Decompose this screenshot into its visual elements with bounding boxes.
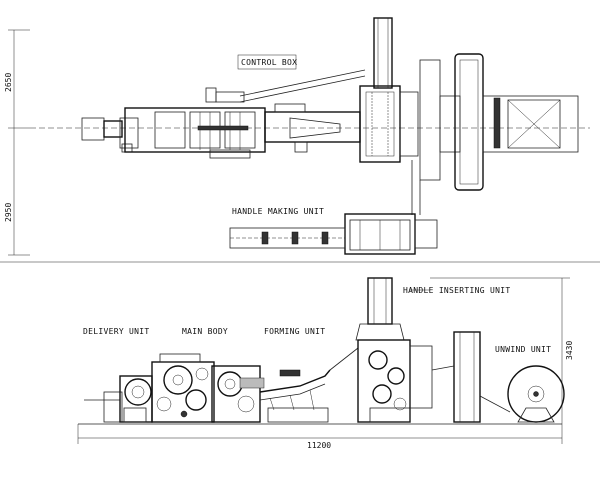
control-arm-upper [239,69,366,97]
forming-guide [279,369,301,377]
plan-right-frame-3 [439,95,461,153]
plan-delivery-frame [119,117,139,149]
main-body-second-cylinder [217,371,243,397]
unwind-arm [479,395,511,413]
unwind-roll-stand [517,407,555,423]
plan-unwind-brake [493,97,501,149]
plan-handle-inserting-inner [365,91,395,157]
handle-making-drive [414,219,438,249]
plan-main-body-base [209,149,251,159]
plan-dim-top: 2650 [4,73,13,92]
plan-drive-shaft [197,125,249,131]
main-body-top-cover [159,353,201,363]
forming-conveyor-top [259,369,331,393]
main-body-label: MAIN BODY [182,327,228,336]
handle-inserting-roller-2 [387,367,405,385]
handle-inserting-roller-4 [393,397,407,411]
plan-view: 2650 2950 CONTROL BOX [4,17,590,256]
plan-forming-foot [294,141,308,153]
forming-leg-3 [309,389,315,411]
plan-delivery-block [81,117,105,141]
handle-inserting-hopper [355,323,405,341]
main-body-second-hub [224,378,236,390]
unwind-roll-core [527,385,545,403]
plan-unwind-bed [482,95,579,153]
plan-right-frame-1 [399,91,419,157]
unwind-unit-label: UNWIND UNIT [495,345,551,354]
elev-dim-length: 11200 [307,441,331,450]
delivery-stand [103,391,123,423]
forming-base [267,407,329,423]
delivery-base [123,407,147,423]
handle-inserting-side [409,345,433,409]
plan-unwind-roll-inner [459,59,479,185]
delivery-unit-label: DELIVERY UNIT [83,327,150,336]
main-body-cylinder-2 [185,389,207,411]
forming-unit-label: FORMING UNIT [264,327,325,336]
elev-dim-height: 3430 [565,341,574,360]
control-arm-lower [239,75,366,103]
plan-forming-tube [289,117,341,139]
delivery-drum-hub [131,385,145,399]
main-body-bolt [180,410,188,418]
control-box-label: CONTROL BOX [241,58,297,67]
handle-making-clamp-1 [261,231,269,245]
main-body-second-gear [237,395,255,413]
plan-unwind-roll [454,53,484,191]
plan-delivery-head [103,120,123,138]
handle-inserting-roller-3 [372,384,392,404]
control-box-frame [237,54,297,70]
handle-making-clamp-3 [321,231,329,245]
forming-leg-2 [289,394,295,411]
plan-right-frame-2 [419,59,441,181]
plan-dim-bottom: 2950 [4,203,13,222]
main-body-gear-2 [195,367,209,381]
plan-vertical-conveyor [373,17,393,89]
handle-inserting-tower [367,277,393,325]
plan-forming-section [264,111,361,143]
handle-inserting-roller-1 [368,350,388,370]
plan-forming-top-block [274,103,306,113]
main-body-gear-1 [156,396,172,412]
main-body-feeder [239,377,265,389]
delivery-drum [124,378,152,406]
handle-inserting-base [369,407,411,423]
handle-making-clamp-2 [291,231,299,245]
forming-web-path [329,347,359,371]
main-body-cylinder-1-hub [172,374,184,386]
main-body-second-frame [211,365,261,423]
main-body-cylinder-1 [163,365,193,395]
unwind-web-path [431,365,455,371]
control-arm-block [205,87,217,103]
handle-making-label: HANDLE MAKING UNIT [232,207,324,216]
handle-inserting-label: HANDLE INSERTING UNIT [403,286,510,295]
control-arm-base [215,91,245,103]
plan-main-body-cell-1 [154,111,186,149]
elevation-view: DELIVERY UNIT MAIN BODY FORMING UNIT HAN… [77,277,574,450]
unwind-roll-shaft [533,391,539,397]
unwind-tower [453,331,481,423]
forming-conveyor-bottom [259,383,326,401]
plan-unwind-cross-2 [507,99,561,149]
